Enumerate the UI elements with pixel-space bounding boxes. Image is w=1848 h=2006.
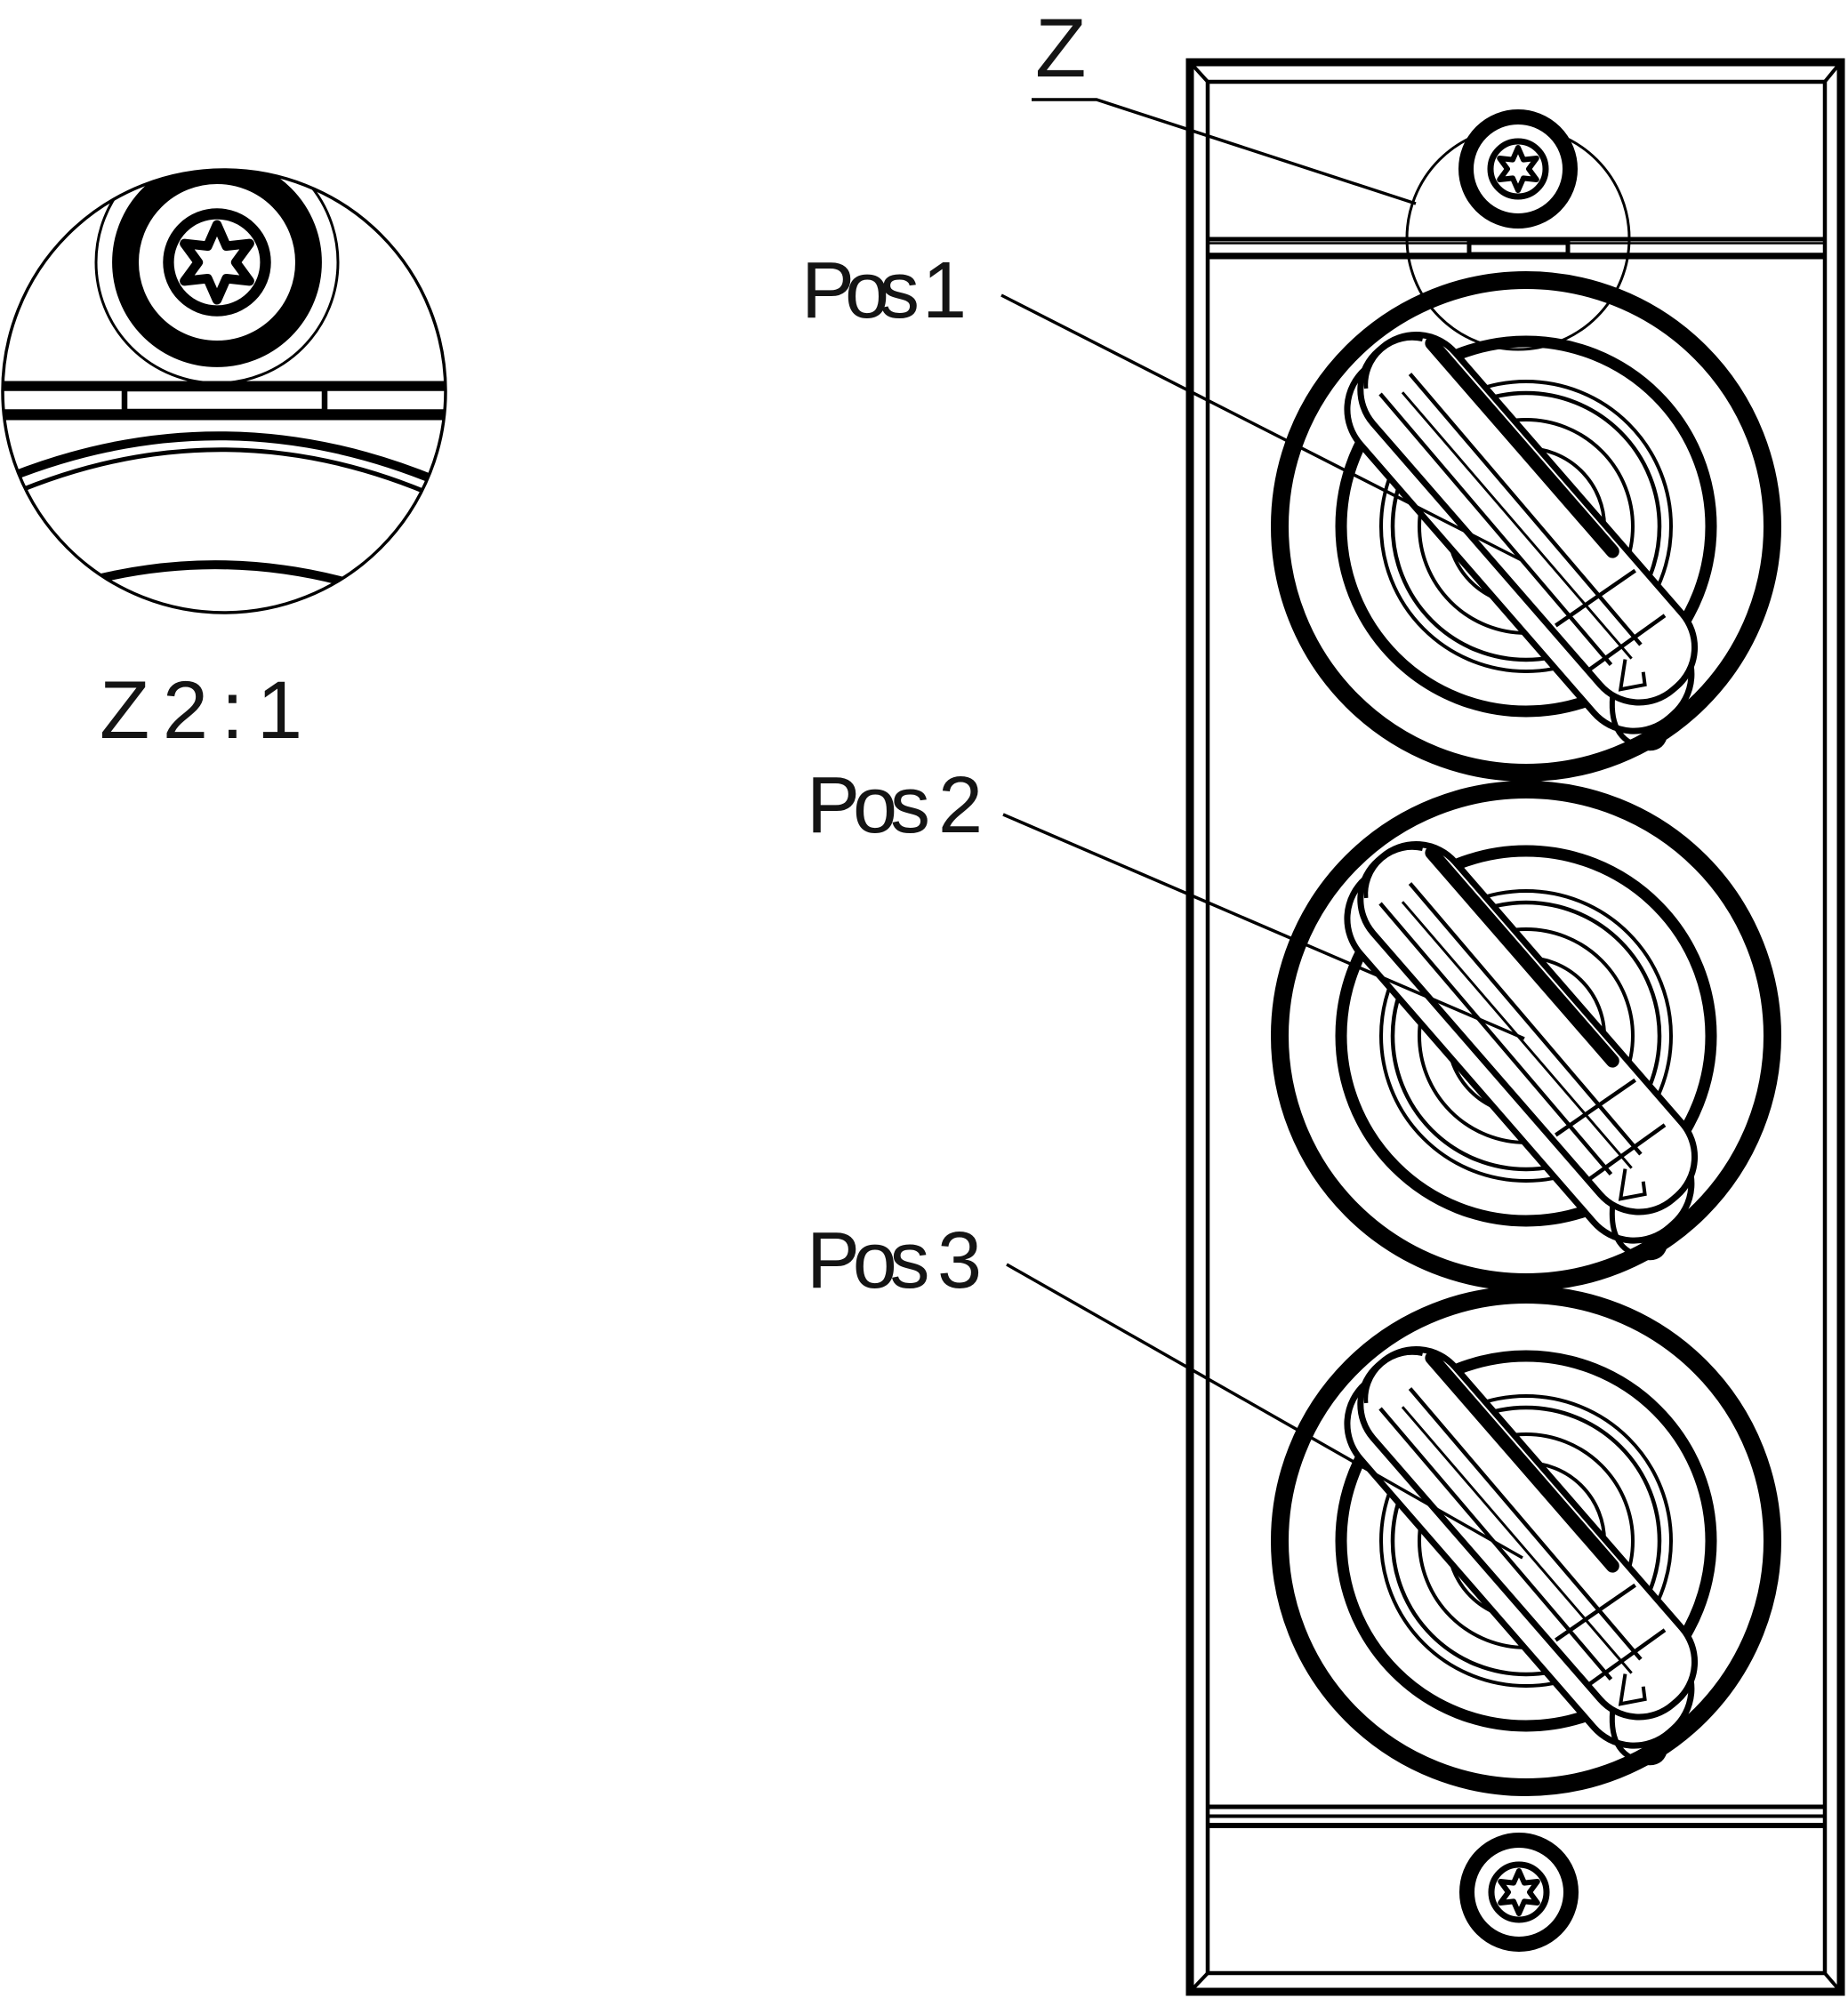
torx-screw-icon <box>1467 1841 1571 1945</box>
detail-scale-label: Z 2 : 1 <box>100 665 302 756</box>
seam-notch <box>121 385 328 415</box>
labels: Z Pos 1 Pos 2 Pos 3 <box>801 1 1086 1305</box>
detail-view: Z 2 : 1 <box>1 168 447 756</box>
detail-seam <box>3 381 446 421</box>
detail-boundary-circle <box>1 168 447 614</box>
label-z: Z <box>1035 1 1086 94</box>
leader-line-pos-2 <box>1002 813 1525 1040</box>
knob-pos-3 <box>1280 1295 1772 1787</box>
leader-line-pos-1 <box>1000 293 1523 562</box>
panel-bottom-seam <box>1208 1804 1825 1828</box>
main-panel <box>1185 58 1845 1996</box>
label-pos-2: Pos 2 <box>807 761 983 850</box>
detail-knob-arcs <box>3 431 446 587</box>
knob-pos-1 <box>1280 280 1772 773</box>
torx-screw-icon <box>125 171 309 354</box>
label-pos-1: Pos 1 <box>801 246 967 335</box>
panel-top-seam <box>1208 237 1825 260</box>
torx-screw-icon <box>1466 117 1571 221</box>
leader-line-pos-3 <box>1006 1263 1523 1560</box>
leader-line-z <box>1032 98 1417 205</box>
knob-pos-2 <box>1280 790 1772 1282</box>
label-pos-3: Pos 3 <box>807 1216 982 1305</box>
leader-lines <box>1000 98 1525 1560</box>
detail-view-content <box>3 170 446 587</box>
seam-notch <box>1466 240 1571 257</box>
